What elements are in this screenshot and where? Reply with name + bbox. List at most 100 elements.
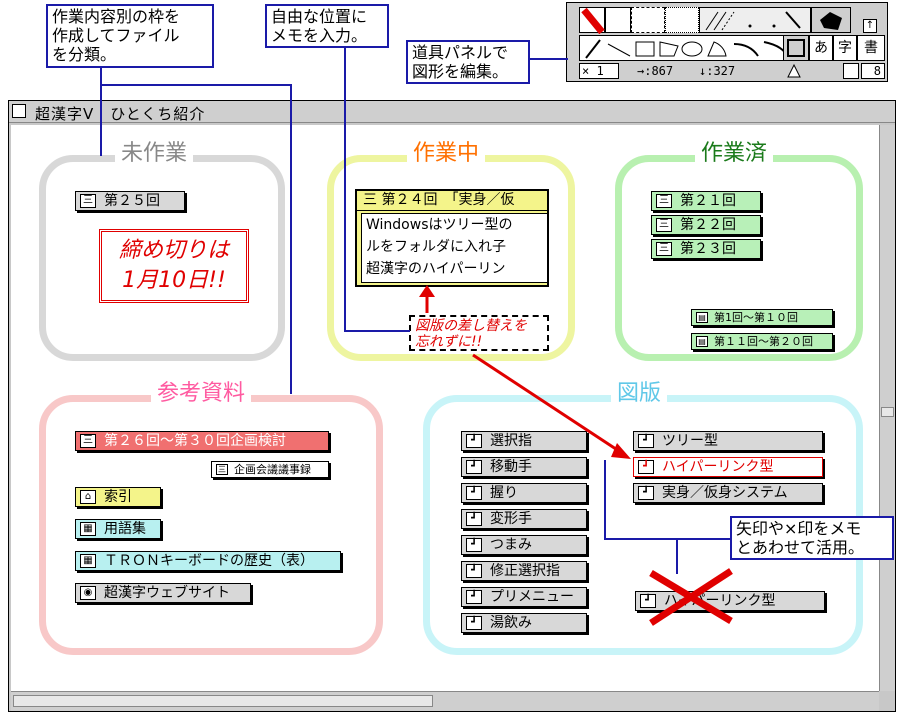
window-menu-icon[interactable] <box>12 104 26 118</box>
document-body[interactable]: Windowsはツリー型の ルをフォルダに入れ子 超漢字のハイパーリン <box>361 213 547 283</box>
figure-chip-left[interactable]: ┛移動手 <box>461 457 587 477</box>
line-style-swatch[interactable] <box>699 7 811 33</box>
shape-tool-bar[interactable] <box>579 35 809 61</box>
group-figures-title: 図版 <box>611 381 668 407</box>
file-chip-23[interactable]: 三第２３回 <box>651 239 761 259</box>
callout-arrows-connector-h <box>604 538 730 540</box>
text-tool-hiragana[interactable]: あ <box>809 35 833 61</box>
document-icon: 三 <box>80 194 96 208</box>
file-chip-22[interactable]: 三第２２回 <box>651 215 761 235</box>
main-window[interactable]: 超漢字Ⅴ ひとくち紹介 未作業 三 第２５回 締め切りは 1月10日!! 作業中… <box>8 100 896 712</box>
file-chip-minutes[interactable]: 三企画会議議事録 <box>211 461 329 478</box>
fill-color-swatch[interactable] <box>579 7 605 35</box>
figure-canvas[interactable]: 未作業 三 第２５回 締め切りは 1月10日!! 作業中 三 第２４回 「実身／… <box>11 125 879 691</box>
horizontal-scrollbar[interactable] <box>11 691 879 711</box>
file-chip-glossary[interactable]: ▦用語集 <box>75 519 161 539</box>
callout-classify-connector-h <box>100 84 292 86</box>
selection-icon[interactable] <box>783 35 809 61</box>
position-y: ↓:327 <box>699 64 736 78</box>
deadline-line-2: 1月10日!! <box>122 268 226 293</box>
pattern-swatch-1[interactable] <box>631 7 665 33</box>
file-chip-1-10[interactable]: ▤第1回〜第１０回 <box>691 309 833 326</box>
figure-chip-left[interactable]: ┛つまみ <box>461 535 587 555</box>
figure-icon: ┛ <box>466 616 482 630</box>
file-chip-21[interactable]: 三第２１回 <box>651 191 761 211</box>
file-chip-26-30[interactable]: 三第２６回〜第３０回企画検討 <box>75 431 329 451</box>
file-chip-website[interactable]: ◉超漢字ウェブサイト <box>75 583 251 603</box>
document-icon: 三 <box>216 464 228 475</box>
document-icon: 三 <box>656 242 672 256</box>
canvas-overlay <box>419 285 733 626</box>
deadline-memo[interactable]: 締め切りは 1月10日!! <box>99 229 249 303</box>
figure-icon: ┛ <box>466 486 482 500</box>
figure-chip-left[interactable]: ┛湯飲み <box>461 613 587 633</box>
text-tool-kanji[interactable]: 字 <box>833 35 857 61</box>
figure-chip-tree[interactable]: ┛ツリー型 <box>633 431 823 451</box>
figure-chip-real-virtual[interactable]: ┛実身／仮身システム <box>633 483 823 503</box>
pattern-swatch-2[interactable] <box>665 7 699 33</box>
window-title: 超漢字Ⅴ ひとくち紹介 <box>35 105 206 123</box>
callout-memo-connector <box>344 48 346 332</box>
callout-arrows-connector-down <box>676 538 678 574</box>
horizontal-scroll-thumb[interactable] <box>13 695 433 707</box>
figure-icon: ┛ <box>466 460 482 474</box>
figure-icon: ┛ <box>466 538 482 552</box>
arrow-up-icon[interactable]: ↑ <box>863 19 877 33</box>
callout-memo: 自由な位置に メモを入力。 <box>265 4 389 48</box>
figure-icon: ┛ <box>466 434 482 448</box>
open-window-title: 第２４回 「実身／仮 <box>381 192 515 208</box>
replace-figure-memo[interactable]: 図版の差し替えを 忘れずに!! <box>409 315 549 351</box>
figure-chip-left[interactable]: ┛プリメニュー <box>461 587 587 607</box>
file-chip-tron-history[interactable]: ▦ＴＲＯＮキーボードの歴史（表） <box>75 551 341 571</box>
triangle-icon <box>787 63 801 82</box>
document-icon: 三 <box>363 192 382 208</box>
figure-icon: ┛ <box>638 434 654 448</box>
vertical-scrollbar[interactable] <box>879 125 895 691</box>
line-icon <box>607 43 631 57</box>
arc-icon <box>733 43 759 57</box>
callout-toolpanel: 道具パネルで 図形を編集。 <box>406 40 530 84</box>
callout-classify-connector-v <box>290 84 292 394</box>
callout-arrows-connector-v <box>604 460 606 540</box>
figure-chip-left[interactable]: ┛修正選択指 <box>461 561 587 581</box>
title-bar[interactable]: 超漢字Ⅴ ひとくち紹介 <box>9 101 895 123</box>
group-todo-title: 未作業 <box>115 141 194 167</box>
file-chip-11-20[interactable]: ▤第１１回〜第２０回 <box>691 333 833 350</box>
figure-chip-left[interactable]: ┛握り <box>461 483 587 503</box>
tool-panel[interactable]: ↑ あ 字 書 × 1 →:867 ↓:327 8 <box>566 2 888 82</box>
position-x: →:867 <box>637 64 674 78</box>
callout-toolpanel-connector <box>530 58 568 60</box>
pen-icon <box>585 39 601 59</box>
open-document-window[interactable]: 三 第２４回 「実身／仮 Windowsはツリー型の ルをフォルダに入れ子 超漢… <box>355 189 549 287</box>
table-icon: ▦ <box>80 522 96 536</box>
text-tool-write[interactable]: 書 <box>857 35 885 61</box>
file-chip-25[interactable]: 三 第２５回 <box>75 191 185 211</box>
search-tool-icon: ⌂ <box>80 490 96 504</box>
figure-chip-left[interactable]: ┛選択指 <box>461 431 587 451</box>
file-chip-index[interactable]: ⌂索引 <box>75 487 161 507</box>
vertical-scroll-thumb[interactable] <box>881 407 894 417</box>
ellipse-icon <box>681 41 703 57</box>
rectangle-icon <box>635 41 655 57</box>
document-icon: 三 <box>656 194 672 208</box>
polygon-icon <box>659 41 679 57</box>
cabinet-icon: ▤ <box>696 336 708 347</box>
figure-chip-left[interactable]: ┛変形手 <box>461 509 587 529</box>
deadline-line-1: 締め切りは <box>118 238 229 263</box>
cabinet-icon: ▤ <box>696 312 708 323</box>
number-box[interactable]: 8 <box>861 63 885 79</box>
hand-icon[interactable] <box>811 7 851 33</box>
callout-memo-connector-h <box>344 330 410 332</box>
color-square[interactable] <box>843 63 859 79</box>
line-color-swatch[interactable] <box>605 7 631 33</box>
callout-arrows: 矢印や×印をメモ とあわせて活用。 <box>730 516 894 560</box>
group-done-title: 作業済 <box>695 141 774 167</box>
group-doing-title: 作業中 <box>407 141 486 167</box>
figure-chip-hyperlink[interactable]: ┛ハイパーリンク型 <box>633 457 823 477</box>
document-icon: 三 <box>80 434 96 448</box>
figure-icon: ┛ <box>638 460 654 474</box>
figure-icon: ┛ <box>466 590 482 604</box>
table-icon: ▦ <box>80 554 96 568</box>
figure-icon: ┛ <box>466 512 482 526</box>
group-reference-title: 参考資料 <box>151 381 252 407</box>
